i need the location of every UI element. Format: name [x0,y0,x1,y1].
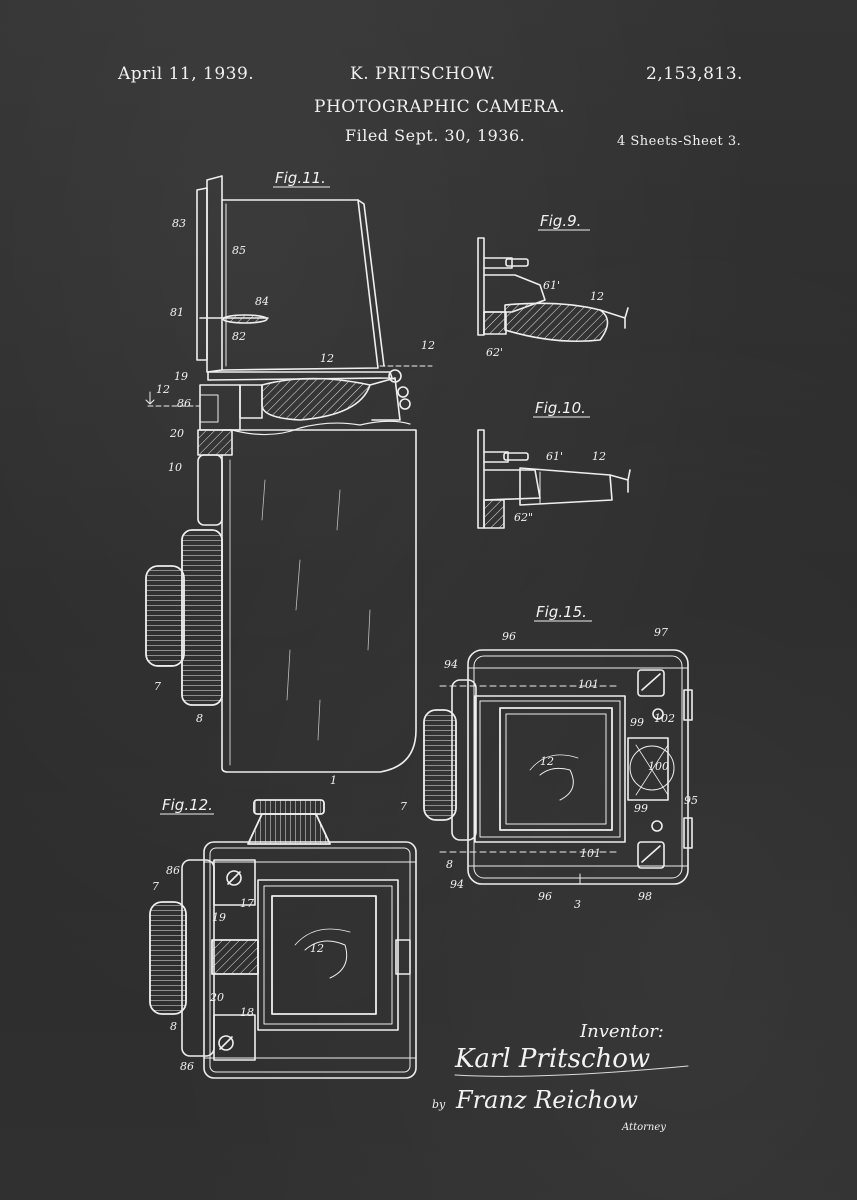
ref-102: 102 [654,712,675,725]
ref-99-b: 99 [634,802,648,815]
ref-100: 100 [648,760,669,773]
ref-86-b: 86 [180,1060,194,1073]
ref-19-b: 19 [212,911,226,924]
by-label: by [432,1098,446,1111]
ref-12-g: 12 [310,942,324,955]
ref-96-b: 96 [538,890,552,903]
fig10-numerals: 61' 12 62" [514,450,606,524]
fig15-numerals: 96 97 94 101 102 99 12 100 7 99 95 8 101… [400,626,698,911]
patent-date: April 11, 1939. [118,64,255,84]
ref-1: 1 [330,774,337,787]
ref-86: 86 [177,397,191,410]
fig10-label: Fig.10. [535,399,586,417]
ref-7-b: 7 [400,800,407,813]
fig15-label: Fig.15. [536,603,587,621]
sheet-count: 4 Sheets-Sheet 3. [617,134,742,149]
ref-12-c: 12 [156,383,170,396]
fig11-drawing [146,176,432,772]
fig11-numerals: 83 85 84 81 82 12 12 19 12 86 20 10 7 8 … [154,217,435,787]
attorney-signature: Franz Reichow [455,1086,638,1114]
ref-95: 95 [684,794,698,807]
filed-date: Filed Sept. 30, 1936. [345,126,526,145]
ref-8-b: 8 [446,858,453,871]
ref-62pp: 62" [514,511,533,524]
ref-94-b: 94 [450,878,464,891]
ref-97: 97 [654,626,668,639]
fig10-drawing [478,430,630,528]
fig9-drawing [478,238,628,341]
patent-number: 2,153,813. [646,64,743,84]
ref-98: 98 [638,890,652,903]
fig12-numerals: 86 7 17 19 12 20 18 8 86 [152,864,324,1073]
ref-12-d: 12 [590,290,604,303]
inventor-label: Inventor: [579,1021,664,1042]
ref-12-f: 12 [540,755,554,768]
ref-96-a: 96 [502,630,516,643]
ref-12-b: 12 [421,339,435,352]
ref-8-c: 8 [170,1020,177,1033]
ref-20: 20 [169,427,184,440]
ref-8: 8 [196,712,203,725]
ref-62p: 62' [486,346,503,359]
ref-10: 10 [168,461,182,474]
ref-101-a: 101 [578,678,599,691]
ref-19: 19 [174,370,188,383]
ref-84: 84 [255,295,269,308]
ref-81: 81 [170,306,184,319]
ref-7-c: 7 [152,880,159,893]
ref-94-a: 94 [444,658,458,671]
ref-18: 18 [240,1006,254,1019]
ref-17: 17 [240,897,254,910]
ref-61p-b: 61' [546,450,563,463]
ref-83: 83 [172,217,186,230]
fig12-label: Fig.12. [162,796,213,814]
ref-86-a: 86 [166,864,180,877]
fig12-drawing [150,800,416,1078]
ref-7: 7 [154,680,161,693]
fig11-label: Fig.11. [275,169,326,187]
ref-20-b: 20 [209,991,224,1004]
inventor-signature: Karl Pritschow [454,1044,650,1074]
ref-3: 3 [574,898,581,911]
fig15-drawing [424,650,692,884]
ref-101-b: 101 [580,847,601,860]
fig9-label: Fig.9. [540,212,581,230]
ref-99-a: 99 [630,716,644,729]
ref-12-e: 12 [592,450,606,463]
ref-12-a: 12 [320,352,334,365]
ref-85: 85 [232,244,246,257]
ref-82: 82 [232,330,246,343]
ref-61p-a: 61' [543,279,560,292]
patent-title: PHOTOGRAPHIC CAMERA. [314,97,566,117]
inventor-name: K. PRITSCHOW. [350,64,496,84]
fig9-numerals: 61' 12 62' [486,279,604,359]
attorney-label: Attorney [621,1122,666,1133]
